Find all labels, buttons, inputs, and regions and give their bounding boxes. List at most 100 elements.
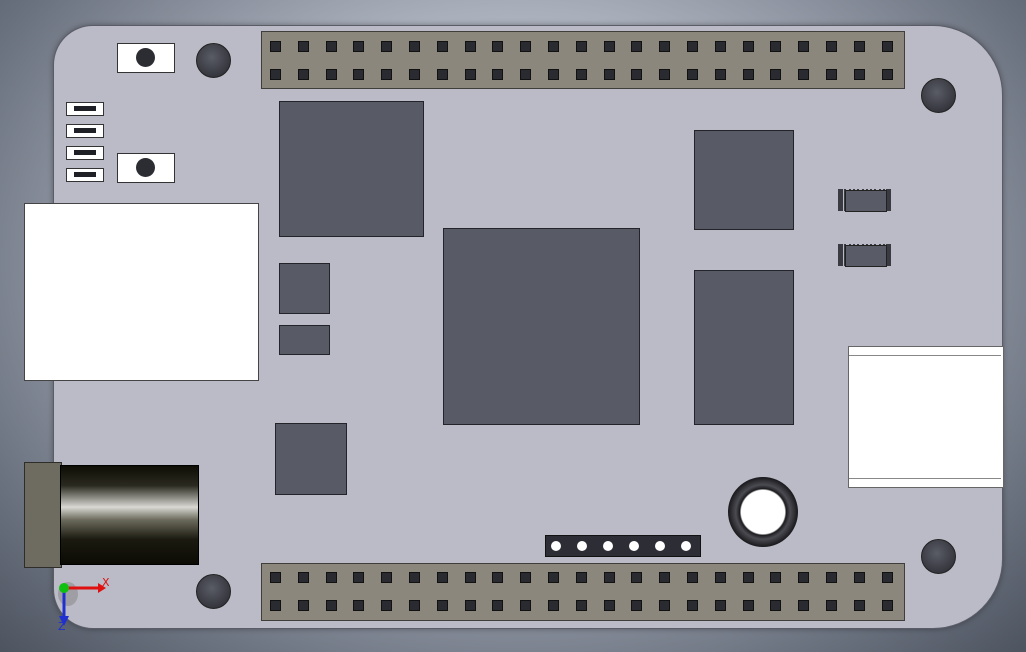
ic-lead xyxy=(886,244,888,266)
dc-jack-collar xyxy=(24,462,62,568)
header-pin xyxy=(659,41,671,52)
header-pin xyxy=(270,572,281,583)
debug-header-pin xyxy=(655,541,665,551)
ic-lead xyxy=(889,189,891,211)
header-pin xyxy=(603,41,615,52)
header-pin xyxy=(409,41,420,52)
header-pin xyxy=(409,572,420,583)
header-pin xyxy=(464,572,476,583)
header-pin xyxy=(659,600,671,611)
debug-header-pin xyxy=(629,541,639,551)
button-cap xyxy=(136,158,155,177)
usb-port xyxy=(848,346,1004,488)
header-pin xyxy=(270,69,281,80)
header-pin xyxy=(714,69,726,80)
z-axis-label: Z xyxy=(58,620,66,633)
header-pin xyxy=(853,572,865,583)
ic-lead xyxy=(887,244,890,266)
header-pin xyxy=(853,41,865,52)
header-pin xyxy=(436,41,448,52)
dc-power-jack xyxy=(60,465,199,565)
header-pin xyxy=(714,572,726,583)
x-axis-label: X xyxy=(102,576,110,589)
header-pin xyxy=(353,69,365,80)
processor-chip xyxy=(443,228,640,425)
usb-port-inner xyxy=(849,355,1001,479)
debug-header-pin xyxy=(681,541,691,551)
header-pin xyxy=(826,600,837,611)
header-pin xyxy=(436,572,448,583)
header-pin xyxy=(520,572,532,583)
header-pin xyxy=(853,600,865,611)
ic-lead xyxy=(886,189,888,211)
header-pin xyxy=(436,600,448,611)
header-pin xyxy=(742,600,754,611)
button-cap xyxy=(136,48,155,67)
header-pin xyxy=(770,41,782,52)
header-pin xyxy=(297,41,309,52)
axis-triad xyxy=(58,582,106,626)
power-button[interactable] xyxy=(117,153,175,183)
header-pin xyxy=(770,572,782,583)
header-pin xyxy=(492,600,504,611)
memory-chip-2 xyxy=(694,270,794,425)
header-pin xyxy=(826,572,837,583)
debug-header-pin xyxy=(551,541,561,551)
debug-header-pin xyxy=(577,541,587,551)
header-pin xyxy=(464,69,476,80)
ic-lead xyxy=(838,244,840,266)
user-led-2 xyxy=(66,124,104,138)
header-pin xyxy=(853,69,865,80)
header-pin xyxy=(603,69,615,80)
header-pin xyxy=(325,572,337,583)
header-pin xyxy=(603,600,615,611)
origin-marker xyxy=(59,583,69,593)
header-pin xyxy=(714,600,726,611)
user-led-4 xyxy=(66,168,104,182)
reset-button[interactable] xyxy=(117,43,175,73)
header-pin xyxy=(381,41,393,52)
header-pin xyxy=(659,572,671,583)
header-pin xyxy=(381,600,393,611)
tssop-chip-2 xyxy=(837,244,893,267)
header-pin xyxy=(798,572,810,583)
header-pin xyxy=(464,41,476,52)
header-pin xyxy=(520,69,532,80)
mounting-hole-top-left xyxy=(196,43,231,78)
tssop-chip-1 xyxy=(837,189,893,212)
ethernet-phy-chip xyxy=(275,423,347,495)
header-pin xyxy=(520,600,532,611)
z-axis-arrow xyxy=(59,616,69,626)
header-pin xyxy=(270,41,281,52)
header-pin xyxy=(631,41,643,52)
header-pin xyxy=(687,41,698,52)
header-pin xyxy=(631,600,643,611)
header-pin xyxy=(297,69,309,80)
header-pin xyxy=(881,600,893,611)
ic-lead xyxy=(841,244,843,266)
header-pin xyxy=(409,600,420,611)
header-pin xyxy=(687,69,698,80)
header-pin xyxy=(297,572,309,583)
ic-body xyxy=(845,190,887,212)
header-pin xyxy=(381,572,393,583)
memory-chip-1 xyxy=(694,130,794,230)
header-pin xyxy=(770,600,782,611)
ic-lead xyxy=(840,244,842,266)
header-pin xyxy=(631,572,643,583)
debug-header-pin xyxy=(603,541,613,551)
round-component xyxy=(728,477,798,547)
user-led-1 xyxy=(66,102,104,116)
header-pin xyxy=(492,572,504,583)
header-pin xyxy=(270,600,281,611)
mounting-hole-bottom-right xyxy=(921,539,956,574)
header-pin xyxy=(325,41,337,52)
header-pin xyxy=(742,41,754,52)
header-pin xyxy=(714,41,726,52)
header-pin xyxy=(548,41,559,52)
header-pin xyxy=(409,69,420,80)
header-pin xyxy=(881,69,893,80)
user-led-3 xyxy=(66,146,104,160)
header-pin xyxy=(798,600,810,611)
